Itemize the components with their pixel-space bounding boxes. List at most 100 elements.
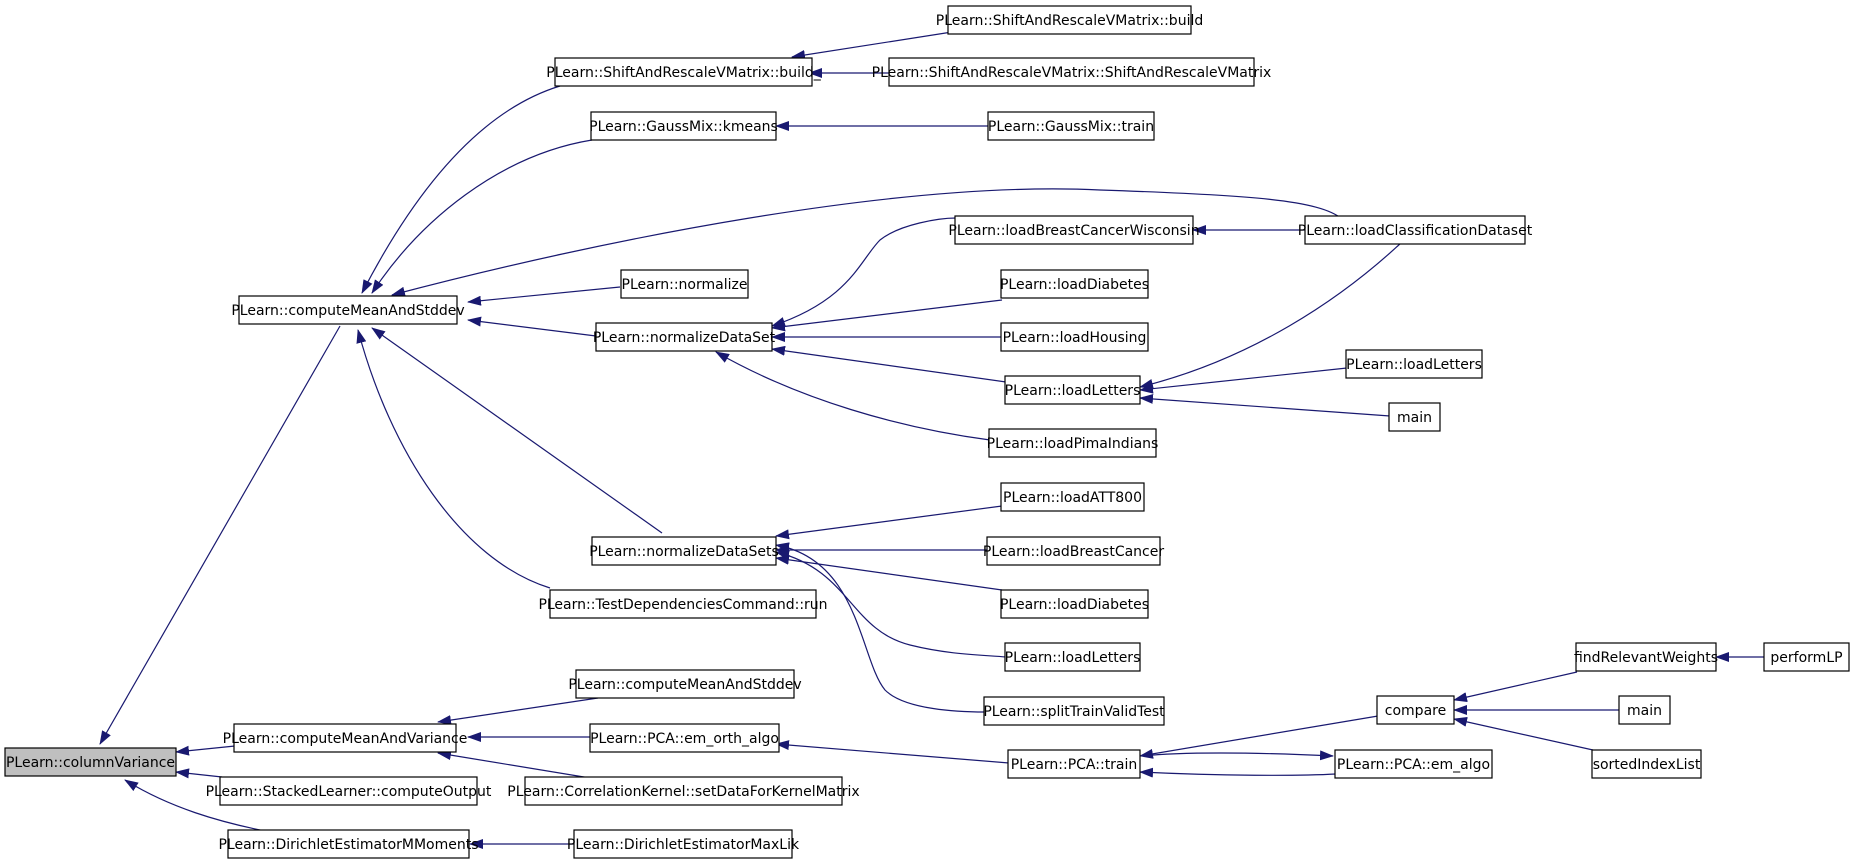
node-main-2[interactable]: main <box>1618 695 1671 725</box>
node-load-classification[interactable]: PLearn::loadClassificationDataset <box>1298 215 1533 245</box>
edge-pcaTrain-to-pcaEmAlgo <box>1142 750 1334 761</box>
node-box <box>1304 215 1526 245</box>
node-label: PLearn::splitTrainValidTest <box>983 704 1165 720</box>
edge-dirichletMMoments-to-columnVariance <box>124 779 266 832</box>
node-box <box>589 723 780 753</box>
edge-pcaTrain-to-pcaEmOrth <box>775 740 1010 764</box>
edge-main1-to-loadLetters1 <box>1139 393 1391 417</box>
node-pca-em-orth[interactable]: PLearn::PCA::em_orth_algo <box>589 723 780 753</box>
node-label: PLearn::loadLetters <box>1005 650 1141 666</box>
edge-loadBCW-to-normalizeDataSet <box>771 217 957 327</box>
edge-normalizeDataSets-to-computeMeanAndStddev <box>371 327 663 534</box>
node-box <box>954 215 1194 245</box>
node-box <box>233 723 457 753</box>
node-box <box>1376 695 1455 725</box>
node-load-diabetes-1[interactable]: PLearn::loadDiabetes <box>1000 269 1149 299</box>
node-load-housing[interactable]: PLearn::loadHousing <box>1000 322 1149 352</box>
edge-loadDiabetes1-to-normalizeDataSet <box>771 299 1003 332</box>
node-label: PLearn::computeMeanAndStddev <box>231 303 464 319</box>
node-box <box>219 776 478 806</box>
node-stacked-compute-output[interactable]: PLearn::StackedLearner::computeOutput <box>206 776 492 806</box>
node-box <box>1000 269 1149 299</box>
node-label: PLearn::PCA::em_algo <box>1337 757 1490 773</box>
node-label: findRelevantWeights <box>1574 650 1718 666</box>
node-label: PLearn::ShiftAndRescaleVMatrix::build_ <box>546 65 821 81</box>
node-shift-build[interactable]: PLearn::ShiftAndRescaleVMatrix::build <box>936 5 1203 35</box>
node-label: PLearn::computeMeanAndStddev <box>568 677 801 693</box>
node-label: compare <box>1385 703 1446 719</box>
node-box <box>1004 642 1141 672</box>
node-label: PLearn::loadBreastCancerWisconsin <box>948 223 1199 239</box>
node-test-dep-run[interactable]: PLearn::TestDependenciesCommand::run <box>538 589 828 619</box>
node-load-bcw[interactable]: PLearn::loadBreastCancerWisconsin <box>948 215 1200 245</box>
node-normalize[interactable]: PLearn::normalize <box>620 269 749 299</box>
node-sorted-index-list[interactable]: sortedIndexList <box>1591 749 1702 779</box>
node-label: PLearn::normalizeDataSets <box>589 544 779 560</box>
edge-findRelevant-to-compare <box>1453 671 1578 702</box>
node-corr-kernel[interactable]: PLearn::CorrelationKernel::setDataForKer… <box>507 776 860 806</box>
node-dirichlet-max-lik[interactable]: PLearn::DirichletEstimatorMaxLik <box>567 829 800 859</box>
node-label: PLearn::DirichletEstimatorMaxLik <box>567 837 800 853</box>
node-box <box>947 5 1192 35</box>
node-gauss-kmeans[interactable]: PLearn::GaussMix::kmeans <box>589 111 778 141</box>
node-box <box>4 747 177 777</box>
node-label: PLearn::loadHousing <box>1003 330 1147 346</box>
node-normalize-data-sets[interactable]: PLearn::normalizeDataSets <box>589 536 779 566</box>
node-pca-train[interactable]: PLearn::PCA::train <box>1007 749 1141 779</box>
edge-stackedComputeOutput-to-columnVariance <box>175 768 223 779</box>
node-shift-build-u[interactable]: PLearn::ShiftAndRescaleVMatrix::build_ <box>546 57 822 87</box>
node-shift-ctor[interactable]: PLearn::ShiftAndRescaleVMatrix::ShiftAnd… <box>872 57 1272 87</box>
edge-testDepRun-to-computeMeanAndStddev <box>356 329 551 589</box>
node-box <box>1618 695 1671 725</box>
node-load-letters-2[interactable]: PLearn::loadLetters <box>1345 349 1483 379</box>
node-normalize-data-set[interactable]: PLearn::normalizeDataSet <box>593 322 776 352</box>
node-column-variance[interactable]: PLearn::columnVariance <box>4 747 177 777</box>
node-perform-lp[interactable]: performLP <box>1763 642 1850 672</box>
node-split-tvt[interactable]: PLearn::splitTrainValidTest <box>983 696 1165 726</box>
node-load-breast-cancer[interactable]: PLearn::loadBreastCancer <box>983 536 1164 566</box>
node-dirichlet-mmoments[interactable]: PLearn::DirichletEstimatorMMoments <box>218 829 479 859</box>
node-label: PLearn::loadDiabetes <box>1000 597 1149 613</box>
node-find-relevant[interactable]: findRelevantWeights <box>1574 642 1718 672</box>
node-box <box>590 111 777 141</box>
node-load-letters-3[interactable]: PLearn::loadLetters <box>1004 642 1141 672</box>
node-box <box>1000 482 1145 512</box>
node-box <box>1345 349 1483 379</box>
edge-loadClassification-to-loadLetters1 <box>1139 241 1403 389</box>
node-label: PLearn::normalize <box>622 277 748 293</box>
node-compute-mean-and-variance[interactable]: PLearn::computeMeanAndVariance <box>223 723 468 753</box>
edge-loadDiabetes2-to-normalizeDataSets <box>775 554 1003 591</box>
node-box <box>1004 375 1141 405</box>
node-label: PLearn::PCA::em_orth_algo <box>590 731 779 747</box>
node-box <box>988 428 1157 458</box>
node-box <box>987 111 1155 141</box>
node-box <box>549 589 817 619</box>
edge-normalize-to-computeMeanAndStddev <box>467 286 621 306</box>
node-label: PLearn::PCA::train <box>1011 757 1138 773</box>
node-label: performLP <box>1770 650 1842 666</box>
node-load-pima[interactable]: PLearn::loadPimaIndians <box>987 428 1159 458</box>
node-box <box>620 269 749 299</box>
node-box <box>986 536 1161 566</box>
node-cmas-stddev-2[interactable]: PLearn::computeMeanAndStddev <box>568 669 802 699</box>
node-main-1[interactable]: main <box>1388 402 1441 432</box>
node-label: PLearn::normalizeDataSet <box>593 330 776 346</box>
node-box <box>1388 402 1441 432</box>
node-label: PLearn::TestDependenciesCommand::run <box>538 597 827 613</box>
edge-pcaEmAlgo-to-pcaTrain <box>1139 767 1337 778</box>
node-box <box>1763 642 1850 672</box>
node-label: PLearn::StackedLearner::computeOutput <box>206 784 492 800</box>
node-box <box>595 322 773 352</box>
node-box <box>1000 589 1149 619</box>
node-gauss-train[interactable]: PLearn::GaussMix::train <box>987 111 1155 141</box>
node-load-att800[interactable]: PLearn::loadATT800 <box>1000 482 1145 512</box>
edge-computeMeanAndStddev-to-columnVariance <box>99 325 341 745</box>
node-compute-mean-and-stddev[interactable]: PLearn::computeMeanAndStddev <box>231 295 465 325</box>
node-compare[interactable]: compare <box>1376 695 1455 725</box>
node-load-diabetes-2[interactable]: PLearn::loadDiabetes <box>1000 589 1149 619</box>
edge-loadLetters1-to-normalizeDataSet <box>771 345 1007 383</box>
node-load-letters-1[interactable]: PLearn::loadLetters <box>1004 375 1141 405</box>
node-pca-em-algo[interactable]: PLearn::PCA::em_algo <box>1334 749 1493 779</box>
node-box <box>983 696 1165 726</box>
